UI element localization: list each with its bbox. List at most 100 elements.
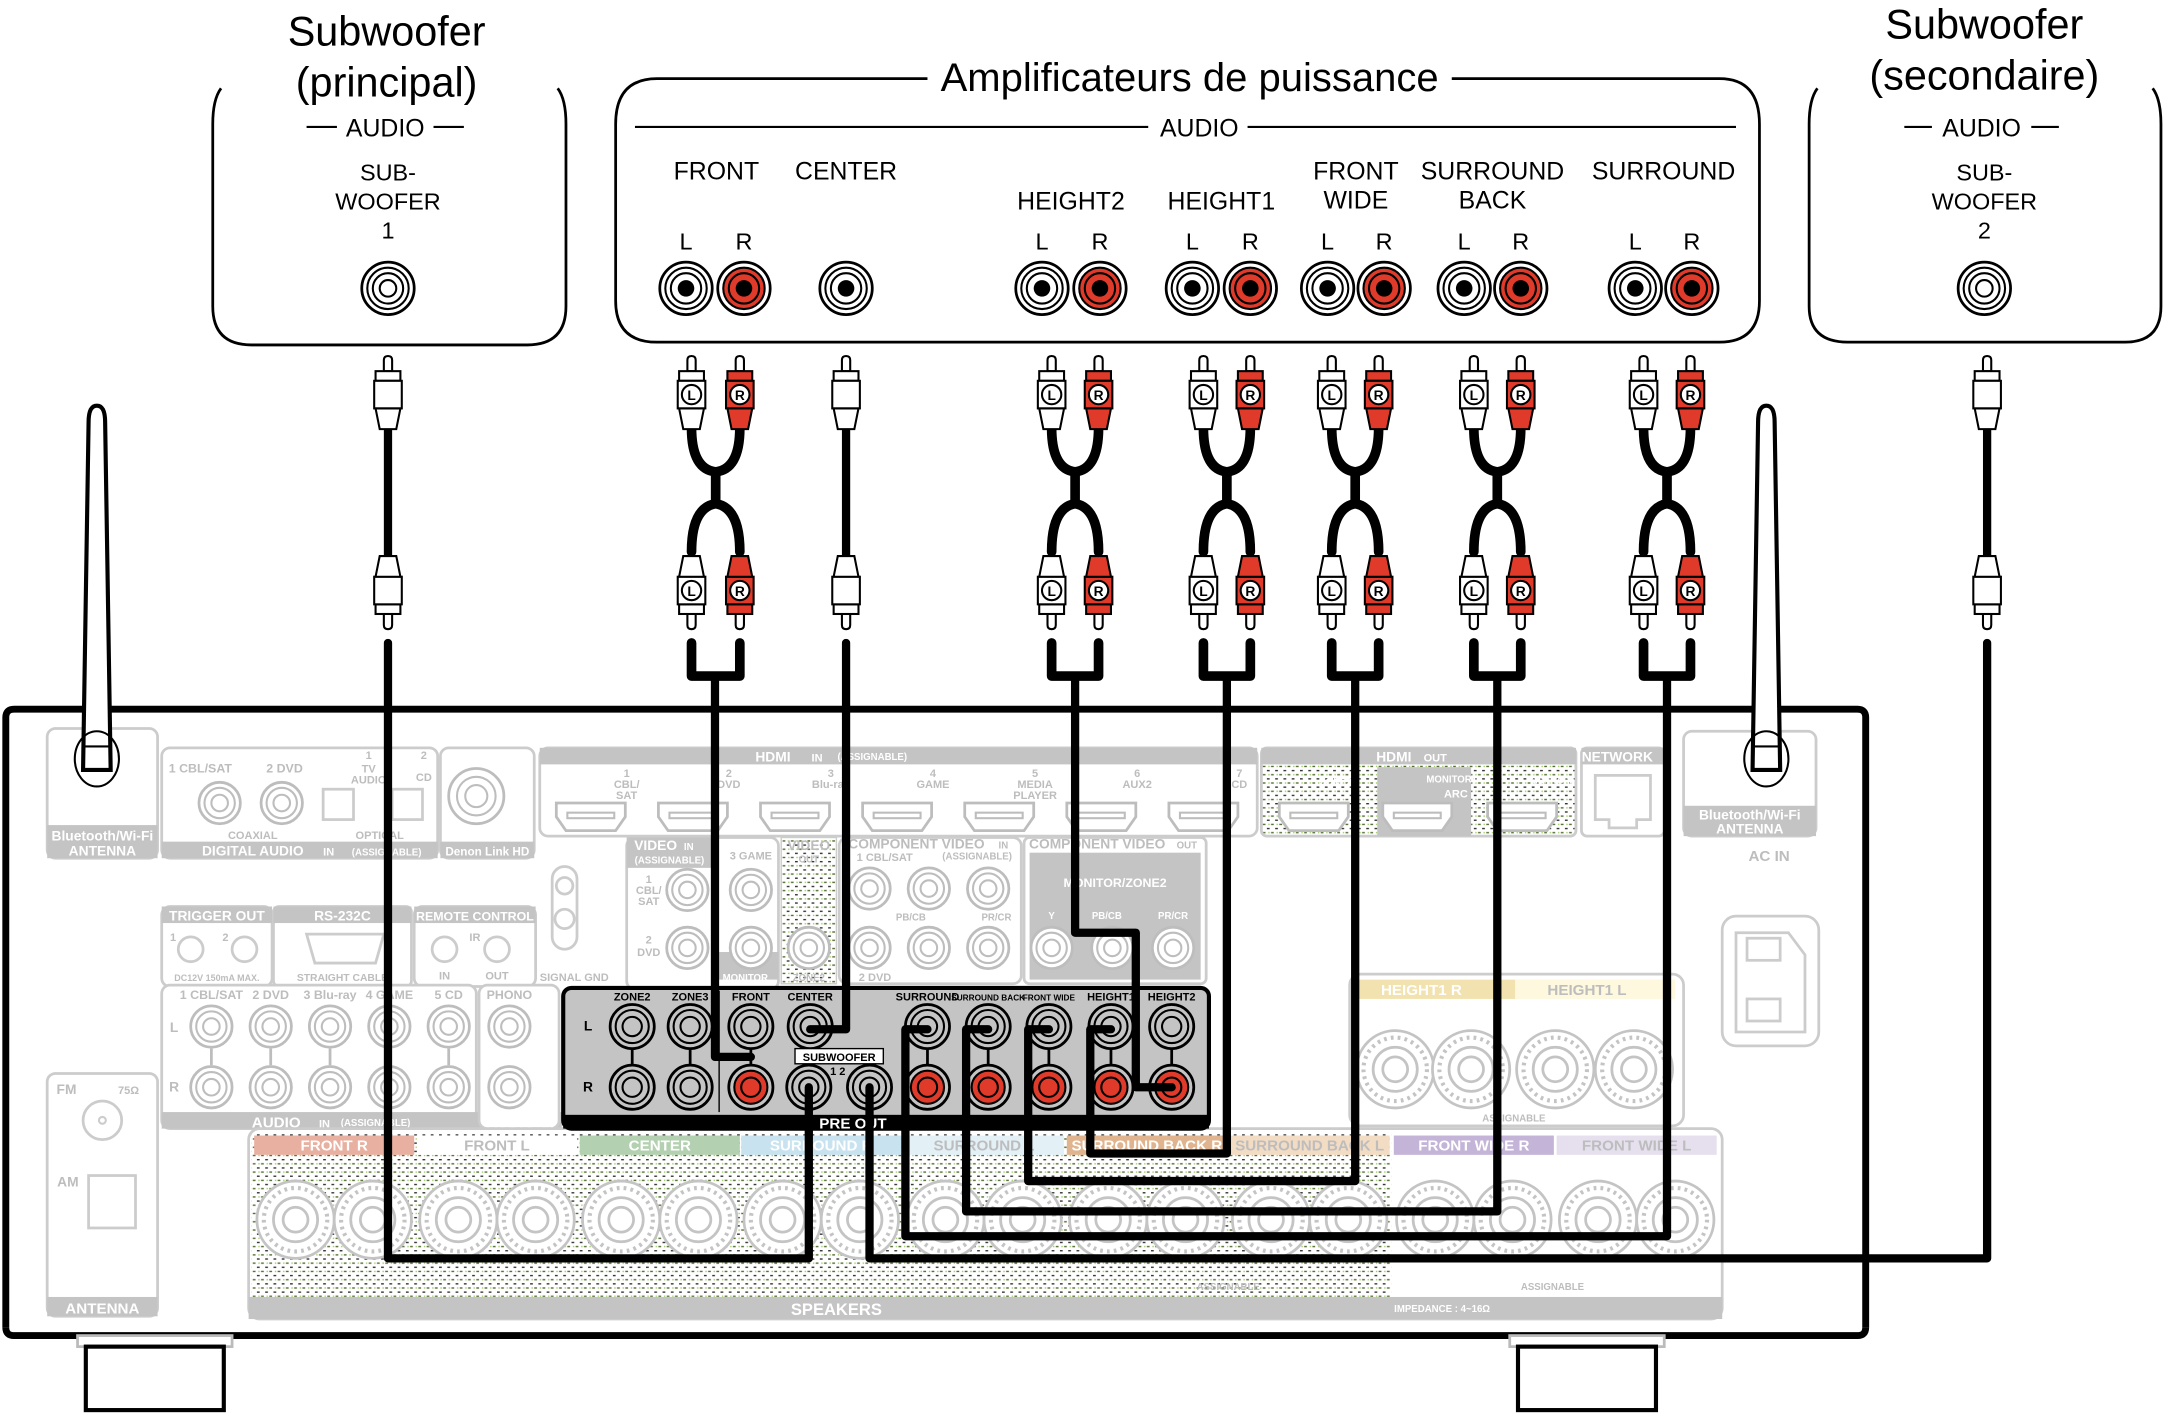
pre-out-jack-l[interactable] bbox=[1148, 1003, 1196, 1050]
pre-out-jack-r[interactable] bbox=[1025, 1063, 1073, 1111]
coaxial-jack-2[interactable] bbox=[259, 780, 304, 826]
optical-port-2[interactable] bbox=[390, 787, 424, 821]
speaker-post-minus[interactable] bbox=[984, 1181, 1061, 1258]
amp-input-jack-left[interactable] bbox=[1300, 260, 1356, 316]
component-jack[interactable] bbox=[966, 925, 1011, 970]
amp-input-jack-left[interactable] bbox=[1164, 260, 1220, 316]
ir-out-jack[interactable] bbox=[483, 935, 511, 964]
ethernet-port[interactable] bbox=[1593, 774, 1652, 830]
height1-r-plus[interactable] bbox=[1357, 1031, 1434, 1108]
trigger-jack-2[interactable] bbox=[230, 935, 259, 964]
speakers-assignable: ASSIGNABLE bbox=[1197, 1282, 1261, 1293]
speaker-post-plus[interactable] bbox=[1559, 1181, 1636, 1258]
hdmi-out-monitor1-port[interactable] bbox=[1381, 801, 1454, 832]
amp-input-jack-right[interactable] bbox=[1356, 260, 1412, 316]
amp-left-label: L bbox=[679, 229, 692, 255]
height1-l-minus[interactable] bbox=[1595, 1031, 1672, 1108]
pre-out-jack-r[interactable] bbox=[608, 1063, 656, 1111]
audio-in-r: R bbox=[169, 1079, 179, 1094]
audio-in-jack-l[interactable] bbox=[307, 1004, 353, 1049]
amp-input-jack-right[interactable] bbox=[716, 260, 772, 316]
component-out-jack[interactable] bbox=[1150, 925, 1196, 970]
coaxial-jack-1[interactable] bbox=[197, 780, 242, 826]
hdmi-in-port[interactable] bbox=[554, 801, 627, 832]
ac-inlet[interactable] bbox=[1720, 914, 1821, 1048]
component-out-y: Y bbox=[1048, 911, 1055, 922]
speaker-post-minus[interactable] bbox=[497, 1181, 574, 1258]
pre-out-jack-r[interactable] bbox=[1087, 1063, 1135, 1111]
audio-in-jack-r[interactable] bbox=[248, 1065, 293, 1110]
pre-out-jack-r[interactable] bbox=[964, 1063, 1012, 1111]
amp-input-jack-right[interactable] bbox=[1222, 260, 1278, 316]
amp-input-jack-center[interactable] bbox=[818, 260, 874, 316]
speaker-post-minus[interactable] bbox=[1147, 1181, 1224, 1258]
audio-in-jack-r[interactable] bbox=[307, 1065, 353, 1110]
component-jack[interactable] bbox=[847, 866, 892, 911]
speaker-post-minus[interactable] bbox=[334, 1181, 411, 1258]
hdmi-in-port[interactable] bbox=[759, 801, 831, 832]
component-jack[interactable] bbox=[906, 866, 951, 911]
rs232c-port[interactable] bbox=[304, 932, 386, 965]
speaker-post-plus[interactable] bbox=[420, 1181, 497, 1258]
hdmi-in-port[interactable] bbox=[861, 801, 933, 832]
bt-antenna-label: ANTENNA bbox=[1716, 821, 1783, 836]
optical-port-1[interactable] bbox=[321, 787, 355, 821]
audio-in-jack-l[interactable] bbox=[426, 1004, 471, 1049]
network-label: NETWORK bbox=[1582, 750, 1653, 765]
pre-out-jack-l[interactable] bbox=[727, 1003, 775, 1050]
speaker-post-plus[interactable] bbox=[907, 1181, 984, 1258]
ir-in-jack[interactable] bbox=[430, 935, 459, 964]
video-monitor-jack[interactable] bbox=[728, 925, 773, 970]
speaker-post-minus[interactable] bbox=[660, 1181, 737, 1258]
speaker-post-plus[interactable] bbox=[1232, 1181, 1309, 1258]
amp-input-jack-right[interactable] bbox=[1664, 260, 1720, 316]
audio-in-jack-l[interactable] bbox=[189, 1004, 234, 1049]
component-jack[interactable] bbox=[966, 866, 1011, 911]
audio-in-jack-r[interactable] bbox=[189, 1065, 234, 1110]
plug-label: R bbox=[1094, 388, 1104, 403]
video-in-jack-1[interactable] bbox=[665, 867, 710, 913]
video-out-jack[interactable] bbox=[786, 925, 831, 970]
amp-input-jack-left[interactable] bbox=[658, 260, 714, 316]
speaker-terminal-label: FRONT WIDE L bbox=[1582, 1138, 1691, 1155]
pre-out-jack-r[interactable] bbox=[666, 1063, 714, 1111]
phono-jack-r[interactable] bbox=[487, 1065, 532, 1110]
phono-jack-l[interactable] bbox=[487, 1004, 532, 1049]
amp-input-jack-left[interactable] bbox=[1607, 260, 1663, 316]
amp-input-jack-left[interactable] bbox=[1436, 260, 1492, 316]
speaker-post-plus[interactable] bbox=[1070, 1181, 1147, 1258]
pre-out-jack-r[interactable] bbox=[904, 1063, 951, 1111]
amp-input-jack-right[interactable] bbox=[1493, 260, 1549, 316]
subwoofer1-input-jack[interactable] bbox=[360, 260, 416, 316]
video-in-jack-2[interactable] bbox=[665, 925, 710, 970]
trigger-jack-1[interactable] bbox=[176, 935, 205, 964]
pre-out-jack-l[interactable] bbox=[666, 1003, 714, 1050]
video-in-jack-3[interactable] bbox=[728, 867, 773, 913]
component-out-jack[interactable] bbox=[1029, 925, 1074, 970]
subwoofer2-input-jack[interactable] bbox=[1956, 260, 2012, 316]
amp-right-label: R bbox=[1683, 229, 1700, 255]
audio-in-jack-l[interactable] bbox=[248, 1004, 293, 1049]
speaker-post-plus[interactable] bbox=[1397, 1181, 1474, 1258]
height1-l-plus[interactable] bbox=[1517, 1031, 1594, 1108]
component-jack[interactable] bbox=[906, 925, 951, 970]
component-jack[interactable] bbox=[847, 925, 892, 970]
speaker-post-minus[interactable] bbox=[1474, 1181, 1551, 1258]
amp-input-jack-right[interactable] bbox=[1072, 260, 1128, 316]
speaker-post-minus[interactable] bbox=[1310, 1181, 1387, 1258]
audio-in-jack-r[interactable] bbox=[426, 1065, 471, 1110]
speaker-post-minus[interactable] bbox=[821, 1181, 898, 1258]
amp-input-jack-left[interactable] bbox=[1014, 260, 1070, 316]
speaker-post-minus[interactable] bbox=[1637, 1181, 1714, 1258]
speaker-post-plus[interactable] bbox=[583, 1181, 660, 1258]
hdmi-in-port[interactable] bbox=[963, 801, 1036, 832]
coaxial-label: COAXIAL bbox=[228, 830, 278, 842]
am-antenna-terminal[interactable] bbox=[87, 1174, 137, 1230]
hdmi-out-zone2-port[interactable] bbox=[1277, 801, 1350, 832]
speaker-post-plus[interactable] bbox=[257, 1181, 334, 1258]
pre-out-jack-l[interactable] bbox=[608, 1003, 656, 1050]
pre-out-jack-r[interactable] bbox=[727, 1063, 775, 1111]
fm-antenna-jack[interactable] bbox=[81, 1099, 124, 1142]
opt1-num: 1 bbox=[366, 750, 372, 762]
hdmi-arc-label: ARC bbox=[1444, 788, 1468, 800]
